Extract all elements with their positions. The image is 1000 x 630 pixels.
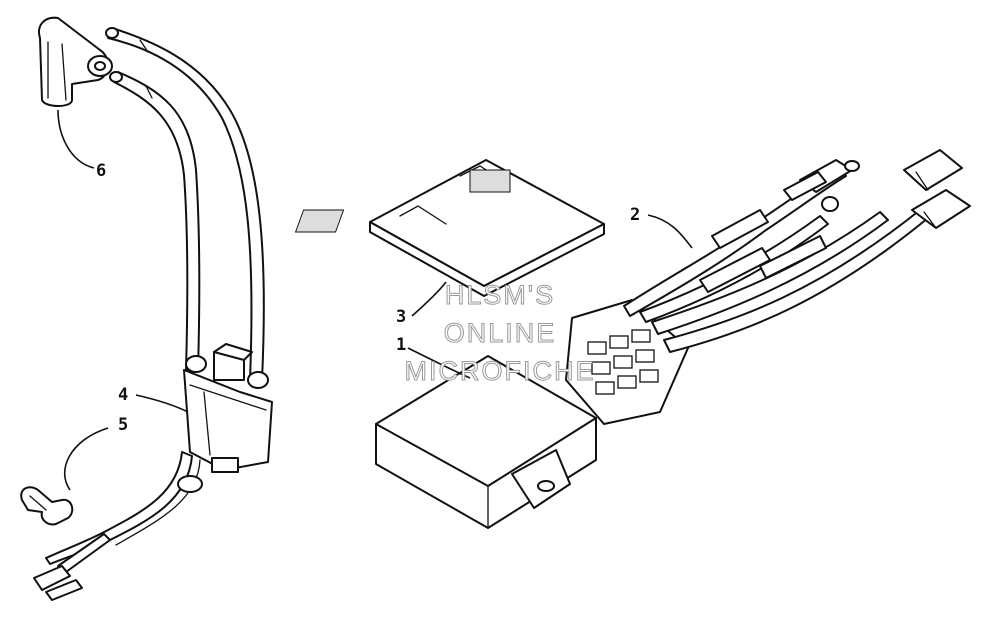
watermark: HLSM'S ONLINE MICROFICHE xyxy=(404,280,596,387)
harness-connector-pins xyxy=(587,329,659,395)
callout-3: 3 xyxy=(396,307,406,327)
wiring-harness xyxy=(565,149,971,425)
watermark-line-1: HLSM'S xyxy=(445,280,555,310)
callout-4: 4 xyxy=(118,385,128,405)
callout-1: 1 xyxy=(396,335,406,355)
coil-lead-wires xyxy=(33,451,203,601)
ignition-coil-assembly xyxy=(20,16,273,601)
callout-6: 6 xyxy=(96,161,106,181)
spark-plug-cap xyxy=(38,16,113,107)
callout-5: 5 xyxy=(118,415,128,435)
ignition-coil-body xyxy=(183,343,273,473)
adhesive-pad xyxy=(294,159,605,297)
callout-leader-lines xyxy=(57,109,693,491)
callout-2: 2 xyxy=(630,205,640,225)
callout-labels: 6 4 5 2 3 1 xyxy=(96,161,640,435)
wire-clip xyxy=(20,486,74,526)
cdi-module xyxy=(375,355,597,529)
pad-textured-corner xyxy=(294,169,511,233)
high-tension-leads xyxy=(105,27,265,381)
watermark-line-3: MICROFICHE xyxy=(405,356,596,386)
watermark-line-2: ONLINE xyxy=(444,318,557,348)
